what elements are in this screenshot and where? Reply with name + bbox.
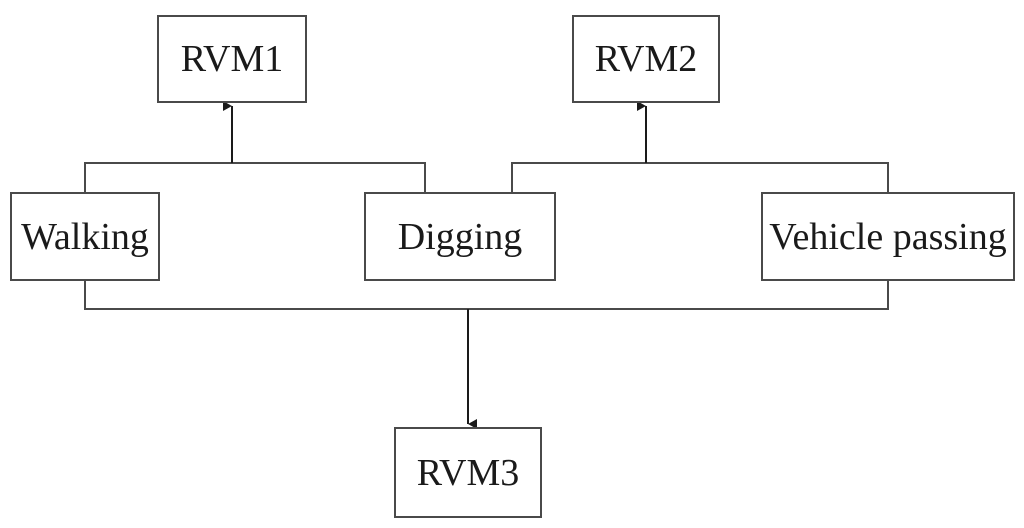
- node-vehicle-passing-label: Vehicle passing: [769, 215, 1007, 258]
- bracket-walking-digging: [84, 162, 426, 192]
- node-digging: Digging: [364, 192, 556, 281]
- node-rvm1-label: RVM1: [180, 38, 284, 80]
- edge-to-rvm3: [84, 281, 889, 429]
- node-walking: Walking: [10, 192, 160, 281]
- node-rvm3-label: RVM3: [416, 451, 520, 494]
- node-digging-label: Digging: [397, 215, 523, 258]
- bracket-all-bottom: [84, 281, 889, 310]
- node-rvm1: RVM1: [157, 15, 307, 103]
- bracket-digging-vehicle: [511, 162, 889, 192]
- edge-to-rvm1: [84, 101, 426, 192]
- node-rvm2-label: RVM2: [594, 38, 698, 80]
- node-walking-label: Walking: [21, 215, 149, 258]
- node-rvm2: RVM2: [572, 15, 720, 103]
- edge-to-rvm2: [511, 101, 889, 192]
- node-vehicle-passing: Vehicle passing: [761, 192, 1015, 281]
- node-rvm3: RVM3: [394, 427, 542, 518]
